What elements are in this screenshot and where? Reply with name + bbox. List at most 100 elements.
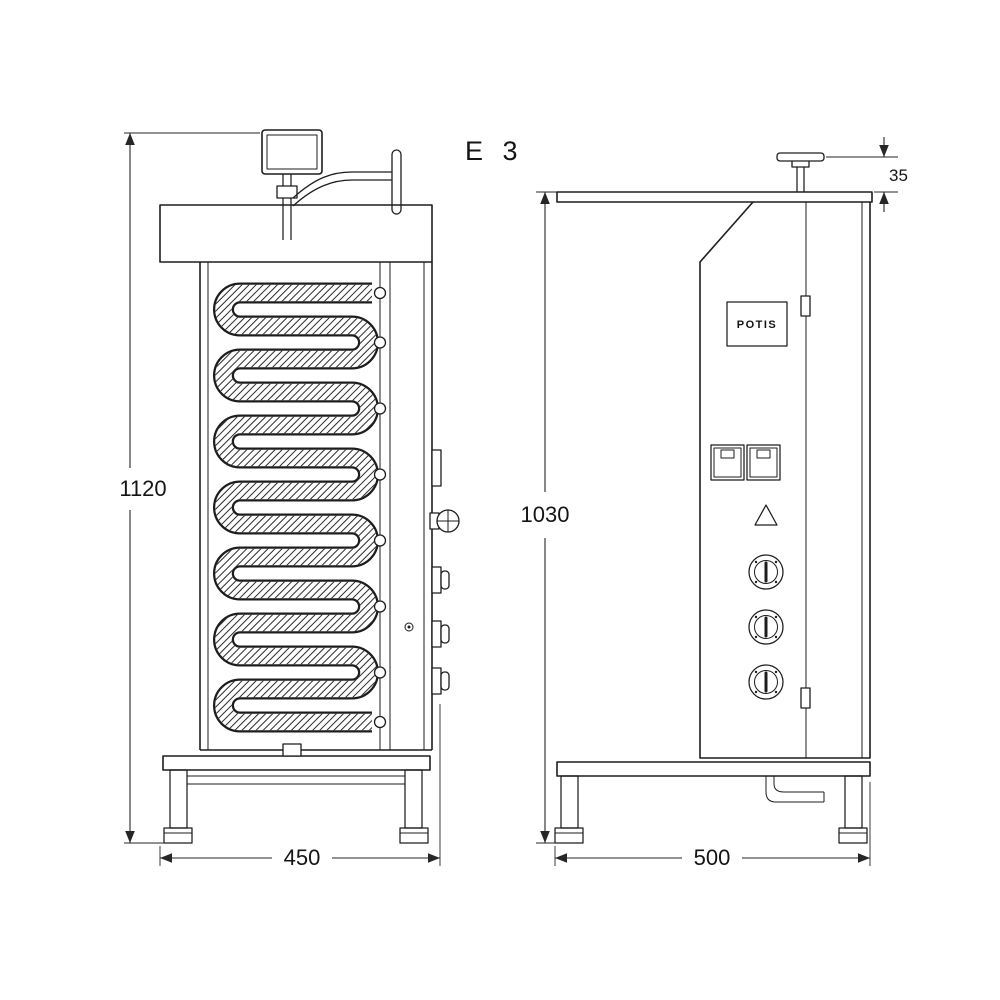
socket-inner [713,447,742,478]
crank-handle [292,149,402,215]
cabinet-profile [699,201,871,759]
knob-ring [748,664,784,700]
front-side-controls [404,449,460,695]
shaft-collar [276,185,298,199]
side-depth-dimension: 500 [554,782,871,870]
front-width-label: 450 [284,845,321,870]
coil-fitting [373,715,387,729]
knob-tick [774,670,778,674]
knob-face [754,560,778,584]
front-height-dimension: 1120 [119,132,260,844]
knob-tick [754,580,758,584]
drain-pipe-line [773,776,824,793]
coil-fitting [373,600,387,613]
control-knob [748,554,784,590]
motor-box-inner [266,134,318,170]
side-knob [431,620,450,648]
knob-base [431,620,442,648]
knob-tick [774,560,778,564]
leg [844,775,863,829]
knob-face [754,670,778,694]
knob-tick [754,560,758,564]
cabinet-outline [699,201,871,759]
switch-plate [431,449,442,487]
tray-stub [282,743,302,757]
hood [159,204,433,263]
knob-tick [774,635,778,639]
socket [746,444,781,481]
indicator-light-dot [407,625,411,629]
knob-ring [748,609,784,645]
front-view: 1120 450 [119,129,460,870]
socket [710,444,745,481]
control-knob [748,664,784,700]
coil-fitting [373,336,387,349]
handle-offset-dimension: 35 [826,137,908,212]
model-title: E 3 [465,136,524,166]
side-view: 35 POTIS [521,137,908,870]
knob-tick [754,635,758,639]
side-base [554,761,871,844]
heating-coil-hatch [215,284,377,731]
knob-tick [754,670,758,674]
drip-tray [162,755,431,771]
knob-ring [748,554,784,590]
hinge [800,295,811,317]
crank-arm [292,179,394,207]
coil-fitting [373,402,387,415]
knob-base [431,566,442,594]
handle-offset-label: 35 [889,166,908,185]
handle-bar [776,152,825,162]
coil-fittings [373,286,387,729]
foot [554,827,584,844]
drain-pipe [765,776,825,803]
motor-box [261,129,323,175]
coil-fitting [373,286,387,300]
knob-tick [754,615,758,619]
crank-grip [391,149,402,215]
socket-notch [720,449,735,459]
knob-tick [774,690,778,694]
crank-arm [292,171,394,199]
knob-tick [754,690,758,694]
front-width-dimension: 450 [159,704,441,870]
foot [163,827,193,844]
front-base [162,743,431,844]
side-knob [431,566,450,594]
coil-fitting [373,534,387,547]
motor-unit [261,129,323,240]
control-knob [748,609,784,645]
knob-face [754,615,778,639]
star-knob [429,509,460,533]
indicator-light [404,622,414,632]
brand-plate-frame [726,301,788,347]
coil-fitting [373,468,387,481]
brand-plate: POTIS [726,301,788,347]
knob-tick [774,580,778,584]
spit-handle [776,152,825,192]
side-height-dimension: 1030 [521,191,570,844]
side-height-label: 1030 [521,502,570,527]
warning-triangle-icon [754,504,778,526]
knob-tick [774,615,778,619]
side-depth-label: 500 [694,845,731,870]
brand-label: POTIS [737,319,778,331]
leg [560,775,579,829]
knob-cap [440,570,450,590]
knob-base [431,667,442,695]
foot [399,827,429,844]
socket-notch [756,449,771,459]
base-bar [556,761,871,777]
leg [169,769,188,829]
power-sockets [710,444,781,481]
control-knobs [748,554,784,700]
top-plate [556,191,873,203]
drain-pipe-line [765,776,824,803]
socket-inner [749,447,778,478]
front-height-label: 1120 [119,476,166,501]
coil-fitting [373,666,387,679]
foot [838,827,868,844]
side-knob [431,667,450,695]
